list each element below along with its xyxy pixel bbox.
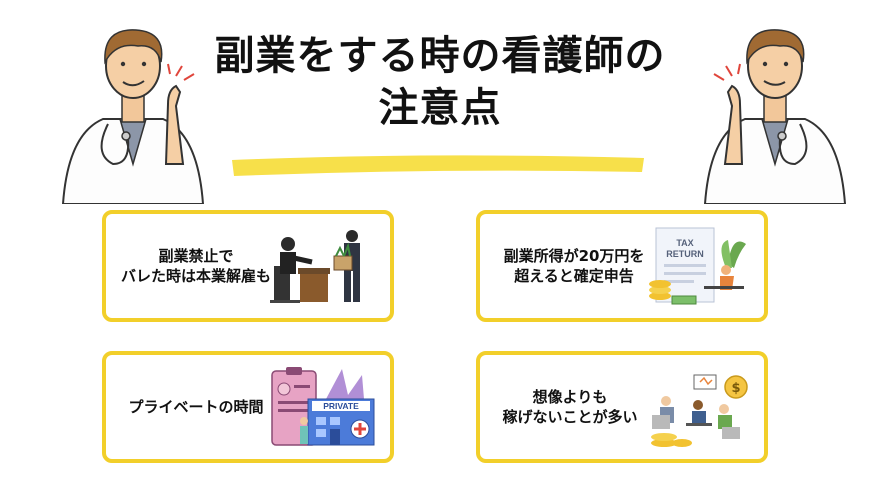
office-dismissal-illustration	[270, 230, 360, 303]
caution-card-low-earnings: 想像よりも 稼げないことが多い $	[476, 351, 768, 463]
page-title-line2: 注意点	[378, 85, 502, 131]
tax-return-illustration: TAX RETURN	[649, 227, 746, 305]
card-line1: 副業所得が20万円を	[503, 247, 645, 265]
card-line1: プライベートの時間	[128, 398, 264, 416]
card-line2: 超えると確定申告	[514, 267, 634, 285]
card-text: 副業所得が20万円を 超えると確定申告	[484, 214, 664, 318]
page-title: 副業をする時の看護師の 注意点	[170, 30, 710, 134]
card-text: 副業禁止で バレた時は本業解雇も	[116, 214, 276, 318]
tax-doc-line1: TAX	[676, 238, 693, 248]
card-line1: 副業禁止で	[158, 247, 234, 265]
card-line2: バレた時は本業解雇も	[120, 267, 271, 285]
title-highlight-stroke	[232, 155, 644, 176]
caution-card-tax-return: 副業所得が20万円を 超えると確定申告 TAX RETURN	[476, 210, 768, 322]
dollar-icon: $	[731, 381, 740, 396]
tax-doc-line2: RETURN	[666, 249, 704, 259]
card-line2: 稼げないことが多い	[502, 408, 638, 426]
meeting-money-illustration: $	[651, 374, 748, 447]
private-hospital-illustration: PRIVATE	[271, 367, 375, 446]
doctor-illustration-right	[703, 29, 847, 204]
private-sign: PRIVATE	[323, 401, 359, 411]
caution-card-dismissal: 副業禁止で バレた時は本業解雇も	[102, 210, 394, 322]
card-line1: 想像よりも	[532, 388, 608, 406]
card-text: 想像よりも 稼げないことが多い	[490, 355, 650, 459]
doctor-illustration-left	[61, 29, 205, 204]
card-text: プライベートの時間	[116, 355, 276, 459]
page-title-line1: 副業をする時の看護師の	[214, 33, 666, 79]
caution-card-private-time: プライベートの時間 PRIVATE	[102, 351, 394, 463]
